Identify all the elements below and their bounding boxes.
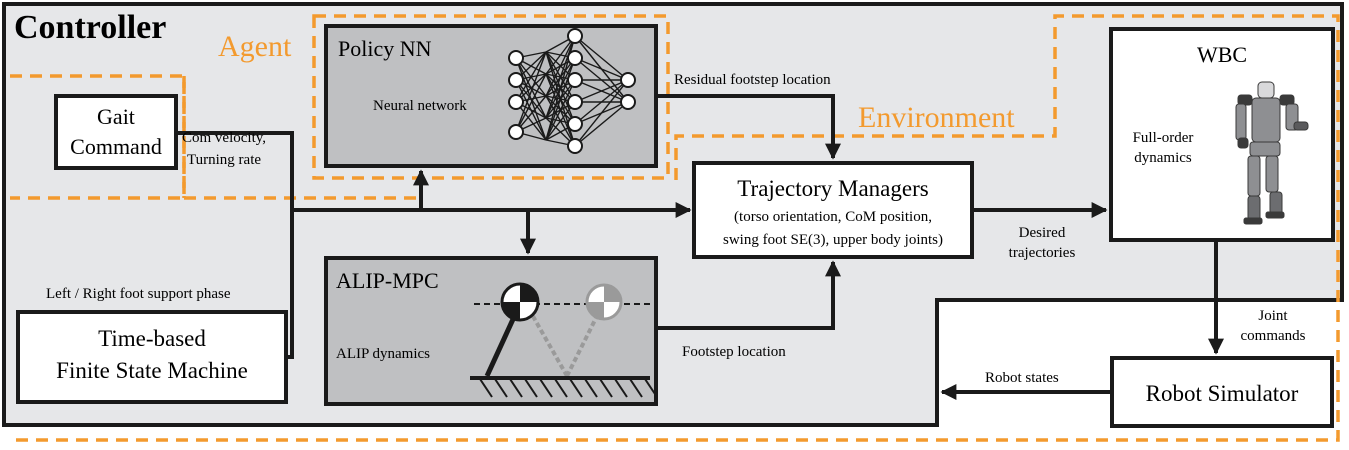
neural-network-icon [508, 28, 636, 154]
gait-to-bus-line [176, 131, 294, 210]
trajectory-managers-title: Trajectory Managers [737, 176, 928, 201]
policy-nn-subtitle: Neural network [373, 98, 467, 114]
wbc-line1: Full-order [1133, 130, 1194, 146]
trajectory-managers-block: Trajectory Managers (torso orientation, … [692, 161, 974, 259]
alip-mpc-block: ALIP-MPC ALIP dynamics [324, 256, 658, 406]
gait-command-block: Gait Command [54, 94, 178, 170]
controller-title: Controller [14, 9, 166, 46]
fsm-block: Time-based Finite State Machine [16, 310, 288, 404]
wbc-line2: dynamics [1134, 150, 1192, 166]
gait-command-line1: Gait [97, 104, 135, 129]
joint-label-1: Joint [1258, 308, 1288, 324]
environment-region [10, 14, 1340, 442]
trajectory-managers-line1: (torso orientation, CoM position, [734, 209, 932, 225]
residual-footstep-label: Residual footstep location [674, 72, 831, 88]
desired-label-2: trajectories [1009, 245, 1076, 261]
robot-simulator-block: Robot Simulator [1110, 356, 1334, 428]
policy-nn-block: Policy NN Neural network [324, 24, 658, 168]
fsm-line1: Time-based [98, 326, 206, 351]
alip-to-trajectory-arrow [656, 260, 841, 330]
alip-mpc-subtitle: ALIP dynamics [336, 346, 430, 362]
desired-label-1: Desired [1019, 225, 1066, 241]
connections [176, 94, 1224, 400]
policy-to-trajectory-arrow [656, 94, 841, 160]
footstep-location-label: Footstep location [682, 344, 786, 360]
fsm-line2: Finite State Machine [56, 358, 248, 383]
environment-label: Environment [858, 101, 1015, 134]
wbc-title: WBC [1197, 42, 1247, 67]
joint-label-2: commands [1241, 328, 1306, 344]
com-velocity-label: Com velocity, [182, 130, 266, 146]
agent-label: Agent [218, 30, 292, 63]
robot-states-label: Robot states [985, 370, 1059, 386]
edge-labels: Com velocity, Turning rate Residual foot… [46, 72, 1306, 386]
turning-rate-label: Turning rate [187, 152, 261, 168]
trajectory-managers-line2: swing foot SE(3), upper body joints) [723, 232, 943, 248]
wbc-block: WBC Full-order dynamics [1109, 27, 1335, 242]
fsm-to-bus-line [286, 210, 294, 359]
alip-pendulum-icon [470, 282, 658, 398]
policy-nn-title: Policy NN [338, 36, 432, 61]
alip-mpc-title: ALIP-MPC [336, 268, 439, 293]
agent-region [10, 14, 670, 200]
gait-command-line2: Command [70, 134, 162, 159]
humanoid-robot-icon [1235, 81, 1309, 225]
agent-region-outline [182, 76, 421, 200]
robot-simulator-title: Robot Simulator [1146, 381, 1299, 406]
support-phase-label: Left / Right foot support phase [46, 286, 231, 302]
